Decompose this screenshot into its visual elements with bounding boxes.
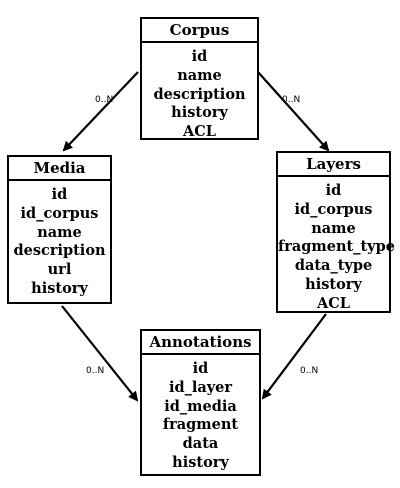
field-id: id — [51, 186, 68, 203]
field-history: history — [31, 279, 88, 297]
field-acl: ACL — [183, 123, 216, 141]
entity-field-list: id id_layer id_media fragment data histo… — [142, 355, 259, 473]
entity-field-list: id id_corpus name fragment_type data_typ… — [278, 177, 395, 314]
entity-layers: Layers id id_corpus name fragment_type d… — [276, 151, 395, 314]
multiplicity-media-annotations: 0..N — [86, 366, 104, 376]
field-description: description — [153, 85, 246, 103]
field-id-corpus: id_corpus — [294, 200, 373, 218]
field-name: name — [311, 219, 356, 237]
arrow-media-to-annotations — [61, 305, 139, 402]
arrow-corpus-to-media — [62, 71, 139, 152]
entity-annotations: Annotations id id_layer id_media fragmen… — [140, 329, 261, 476]
entity-title: Layers — [278, 153, 389, 177]
multiplicity-layers-annotations: 0..N — [300, 366, 318, 376]
field-id: id — [192, 360, 209, 377]
field-history: history — [171, 104, 228, 122]
field-acl: ACL — [317, 294, 350, 312]
field-fragment-type: fragment_type — [278, 238, 395, 256]
field-id: id — [325, 182, 342, 199]
entity-media: Media id id_corpus name description url … — [7, 155, 112, 304]
field-data: data — [182, 435, 219, 453]
field-name: name — [177, 66, 222, 84]
field-name: name — [37, 223, 82, 241]
field-data-type: data_type — [294, 257, 373, 275]
field-history: history — [172, 453, 229, 471]
entity-title: Annotations — [142, 331, 259, 355]
entity-title: Media — [9, 157, 110, 181]
field-id: id — [191, 48, 208, 65]
field-id-layer: id_layer — [168, 378, 233, 396]
field-id-corpus: id_corpus — [20, 204, 99, 222]
field-id-media: id_media — [164, 397, 237, 415]
field-fragment: fragment — [162, 416, 239, 434]
arrow-corpus-to-layers — [257, 71, 330, 152]
entity-field-list: id name description history ACL — [142, 43, 257, 142]
entity-corpus: Corpus id name description history ACL — [140, 17, 259, 140]
entity-field-list: id id_corpus name description url histor… — [9, 181, 110, 299]
field-history: history — [305, 275, 362, 293]
arrow-layers-to-annotations — [261, 313, 327, 400]
field-url: url — [47, 261, 72, 279]
multiplicity-corpus-media: 0..N — [95, 95, 113, 105]
entity-title: Corpus — [142, 19, 257, 43]
multiplicity-corpus-layers: 0..N — [282, 95, 300, 105]
field-description: description — [13, 242, 106, 260]
